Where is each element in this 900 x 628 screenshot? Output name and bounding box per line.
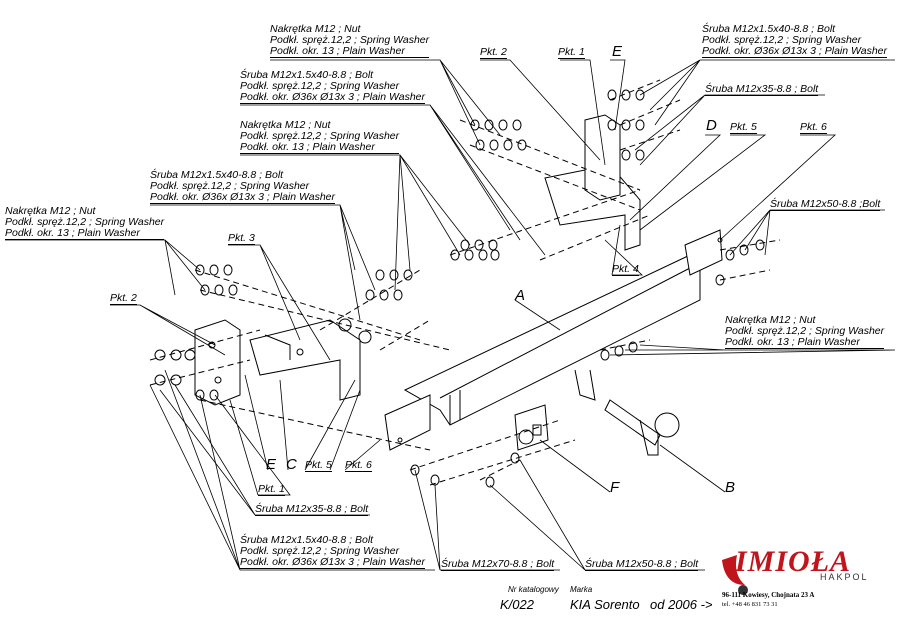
nut-label: Nakrętka M12 ; Nut bbox=[5, 205, 96, 217]
left-bracket-c bbox=[249, 319, 361, 401]
bolt-label: Śruba M12x1.5x40-8.8 ; Bolt bbox=[240, 534, 374, 546]
bolt35-callout-bottom: Śruba M12x35-8.8 ; Bolt bbox=[255, 503, 369, 516]
part-d-letter: D bbox=[706, 117, 717, 134]
fasteners bbox=[154, 89, 765, 488]
bolt-label: Śruba M12x50-8.8 ;Bolt bbox=[770, 198, 881, 211]
pkt2-top-label: Pkt. 2 bbox=[480, 46, 507, 59]
plain-washer-label: Podkł. okr. 13 ; Plain Washer bbox=[5, 228, 165, 240]
brand-logo: IMIOŁA bbox=[735, 545, 852, 578]
bolt-callout-left: Śruba M12x1.5x40-8.8 ; Bolt Podkł. spręż… bbox=[150, 169, 336, 204]
part-b-letter: B bbox=[725, 479, 736, 496]
spring-washer-label: Podkł. spręż.12,2 ; Spring Washer bbox=[240, 130, 400, 142]
pkt6-top-label: Pkt. 6 bbox=[800, 121, 827, 134]
bolt-callout-bottom: Śruba M12x1.5x40-8.8 ; Bolt Podkł. spręż… bbox=[240, 534, 426, 569]
part-a-letter: A bbox=[515, 287, 526, 304]
spring-washer-label: Podkł. spręż.12,2 ; Spring Washer bbox=[5, 216, 165, 228]
part-c-letter: C bbox=[286, 456, 297, 473]
part-e-top-letter: E bbox=[612, 43, 623, 60]
company-address: 96-111 Kowiesy, Chojnata 23 A bbox=[722, 591, 815, 599]
plain-washer-label: Podkł. okr. Ø36x Ø13x 3 ; Plain Washer bbox=[240, 556, 426, 569]
leader-lines bbox=[5, 59, 896, 571]
nut-label: Nakrętka M12 ; Nut bbox=[240, 119, 331, 131]
spring-washer-label: Podkł. spręż.12,2 ; Spring Washer bbox=[725, 325, 885, 337]
spring-washer-label: Podkł. spręż.12,2 ; Spring Washer bbox=[240, 545, 400, 557]
pkt1-top-label: Pkt. 1 bbox=[558, 46, 585, 59]
nut-label: Nakrętka M12 ; Nut bbox=[270, 23, 361, 35]
bolt35-callout-top: Śruba M12x35-8.8 ; Bolt bbox=[705, 83, 819, 96]
nut-callout-top: Nakrętka M12 ; Nut Podkł. spręż.12,2 ; S… bbox=[270, 23, 430, 58]
pkt5-top-label: Pkt. 5 bbox=[730, 121, 757, 134]
spring-washer-label: Podkł. spręż.12,2 ; Spring Washer bbox=[150, 180, 310, 192]
spring-washer-label: Podkł. spręż.12,2 ; Spring Washer bbox=[240, 80, 400, 92]
brand-caption: Marka bbox=[570, 585, 593, 594]
part-e-bottom-letter: E bbox=[266, 456, 277, 473]
plain-washer-label: Podkł. okr. Ø36x Ø13x 3 ; Plain Washer bbox=[702, 45, 888, 58]
bolt70-callout: Śruba M12x70-8.8 ; Bolt bbox=[441, 558, 555, 571]
left-plate-e bbox=[194, 319, 241, 406]
right-plate-e bbox=[584, 114, 621, 201]
plain-washer-label: Podkł. okr. Ø36x Ø13x 3 ; Plain Washer bbox=[150, 191, 336, 204]
bolt-label: Śruba M12x35-8.8 ; Bolt bbox=[705, 83, 819, 96]
bolt50-callout-bottom: Śruba M12x50-8.8 ; Bolt bbox=[585, 558, 699, 571]
spring-washer-label: Podkł. spręż.12,2 ; Spring Washer bbox=[702, 34, 862, 46]
plain-washer-label: Podkł. okr. 13 ; Plain Washer bbox=[240, 142, 400, 154]
bolt-label: Śruba M12x1.5x40-8.8 ; Bolt bbox=[702, 23, 836, 35]
nut-callout-left: Nakrętka M12 ; Nut Podkł. spręż.12,2 ; S… bbox=[5, 205, 165, 240]
plain-washer-label: Podkł. okr. 13 ; Plain Washer bbox=[270, 46, 430, 58]
logo-mark bbox=[722, 555, 748, 595]
pkt4-label: Pkt. 4 bbox=[612, 263, 639, 276]
brand-logo-sub: HAKPOL bbox=[820, 572, 869, 582]
company-phone: tel. +48 46 831 73 31 bbox=[722, 601, 778, 608]
vehicle-model: KIA Sorento bbox=[570, 597, 640, 612]
spring-washer-label: Podkł. spręż.12,2 ; Spring Washer bbox=[270, 34, 430, 46]
nut-callout-right: Nakrętka M12 ; Nut Podkł. spręż.12,2 ; S… bbox=[725, 314, 885, 349]
plain-washer-label: Podkł. okr. 13 ; Plain Washer bbox=[725, 337, 885, 349]
catalog-number-caption: Nr katalogowy bbox=[508, 585, 559, 594]
bolt-label: Śruba M12x1.5x40-8.8 ; Bolt bbox=[240, 69, 374, 81]
bolt-label: Śruba M12x50-8.8 ; Bolt bbox=[585, 558, 699, 571]
assembly-lines bbox=[149, 79, 781, 486]
nut-callout-mid: Nakrętka M12 ; Nut Podkł. spręż.12,2 ; S… bbox=[240, 119, 400, 154]
part-f-letter: F bbox=[610, 479, 620, 496]
tow-ball-b bbox=[574, 369, 680, 456]
socket-plate-f bbox=[514, 404, 549, 451]
pkt6-bottom-label: Pkt. 6 bbox=[345, 459, 372, 472]
bolt-label: Śruba M12x35-8.8 ; Bolt bbox=[255, 503, 369, 516]
bolt-label: Śruba M12x1.5x40-8.8 ; Bolt bbox=[150, 169, 284, 181]
bolt-callout-top-right: Śruba M12x1.5x40-8.8 ; Bolt Podkł. spręż… bbox=[702, 23, 888, 58]
catalog-number: K/022 bbox=[500, 597, 534, 612]
model-year: od 2006 -> bbox=[650, 597, 713, 612]
pkt2-left-label: Pkt. 2 bbox=[110, 292, 137, 305]
crossbar-a bbox=[384, 229, 723, 451]
pkt3-label: Pkt. 3 bbox=[228, 232, 255, 245]
bolt50-callout-right: Śruba M12x50-8.8 ;Bolt bbox=[770, 198, 881, 211]
pkt5-bottom-label: Pkt. 5 bbox=[305, 459, 332, 472]
bolt-callout-mid-left: Śruba M12x1.5x40-8.8 ; Bolt Podkł. spręż… bbox=[240, 69, 426, 104]
plain-washer-label: Podkł. okr. Ø36x Ø13x 3 ; Plain Washer bbox=[240, 91, 426, 104]
pkt1-bottom-label: Pkt. 1 bbox=[258, 483, 285, 496]
nut-label: Nakrętka M12 ; Nut bbox=[725, 314, 816, 326]
bolt-label: Śruba M12x70-8.8 ; Bolt bbox=[441, 558, 555, 571]
